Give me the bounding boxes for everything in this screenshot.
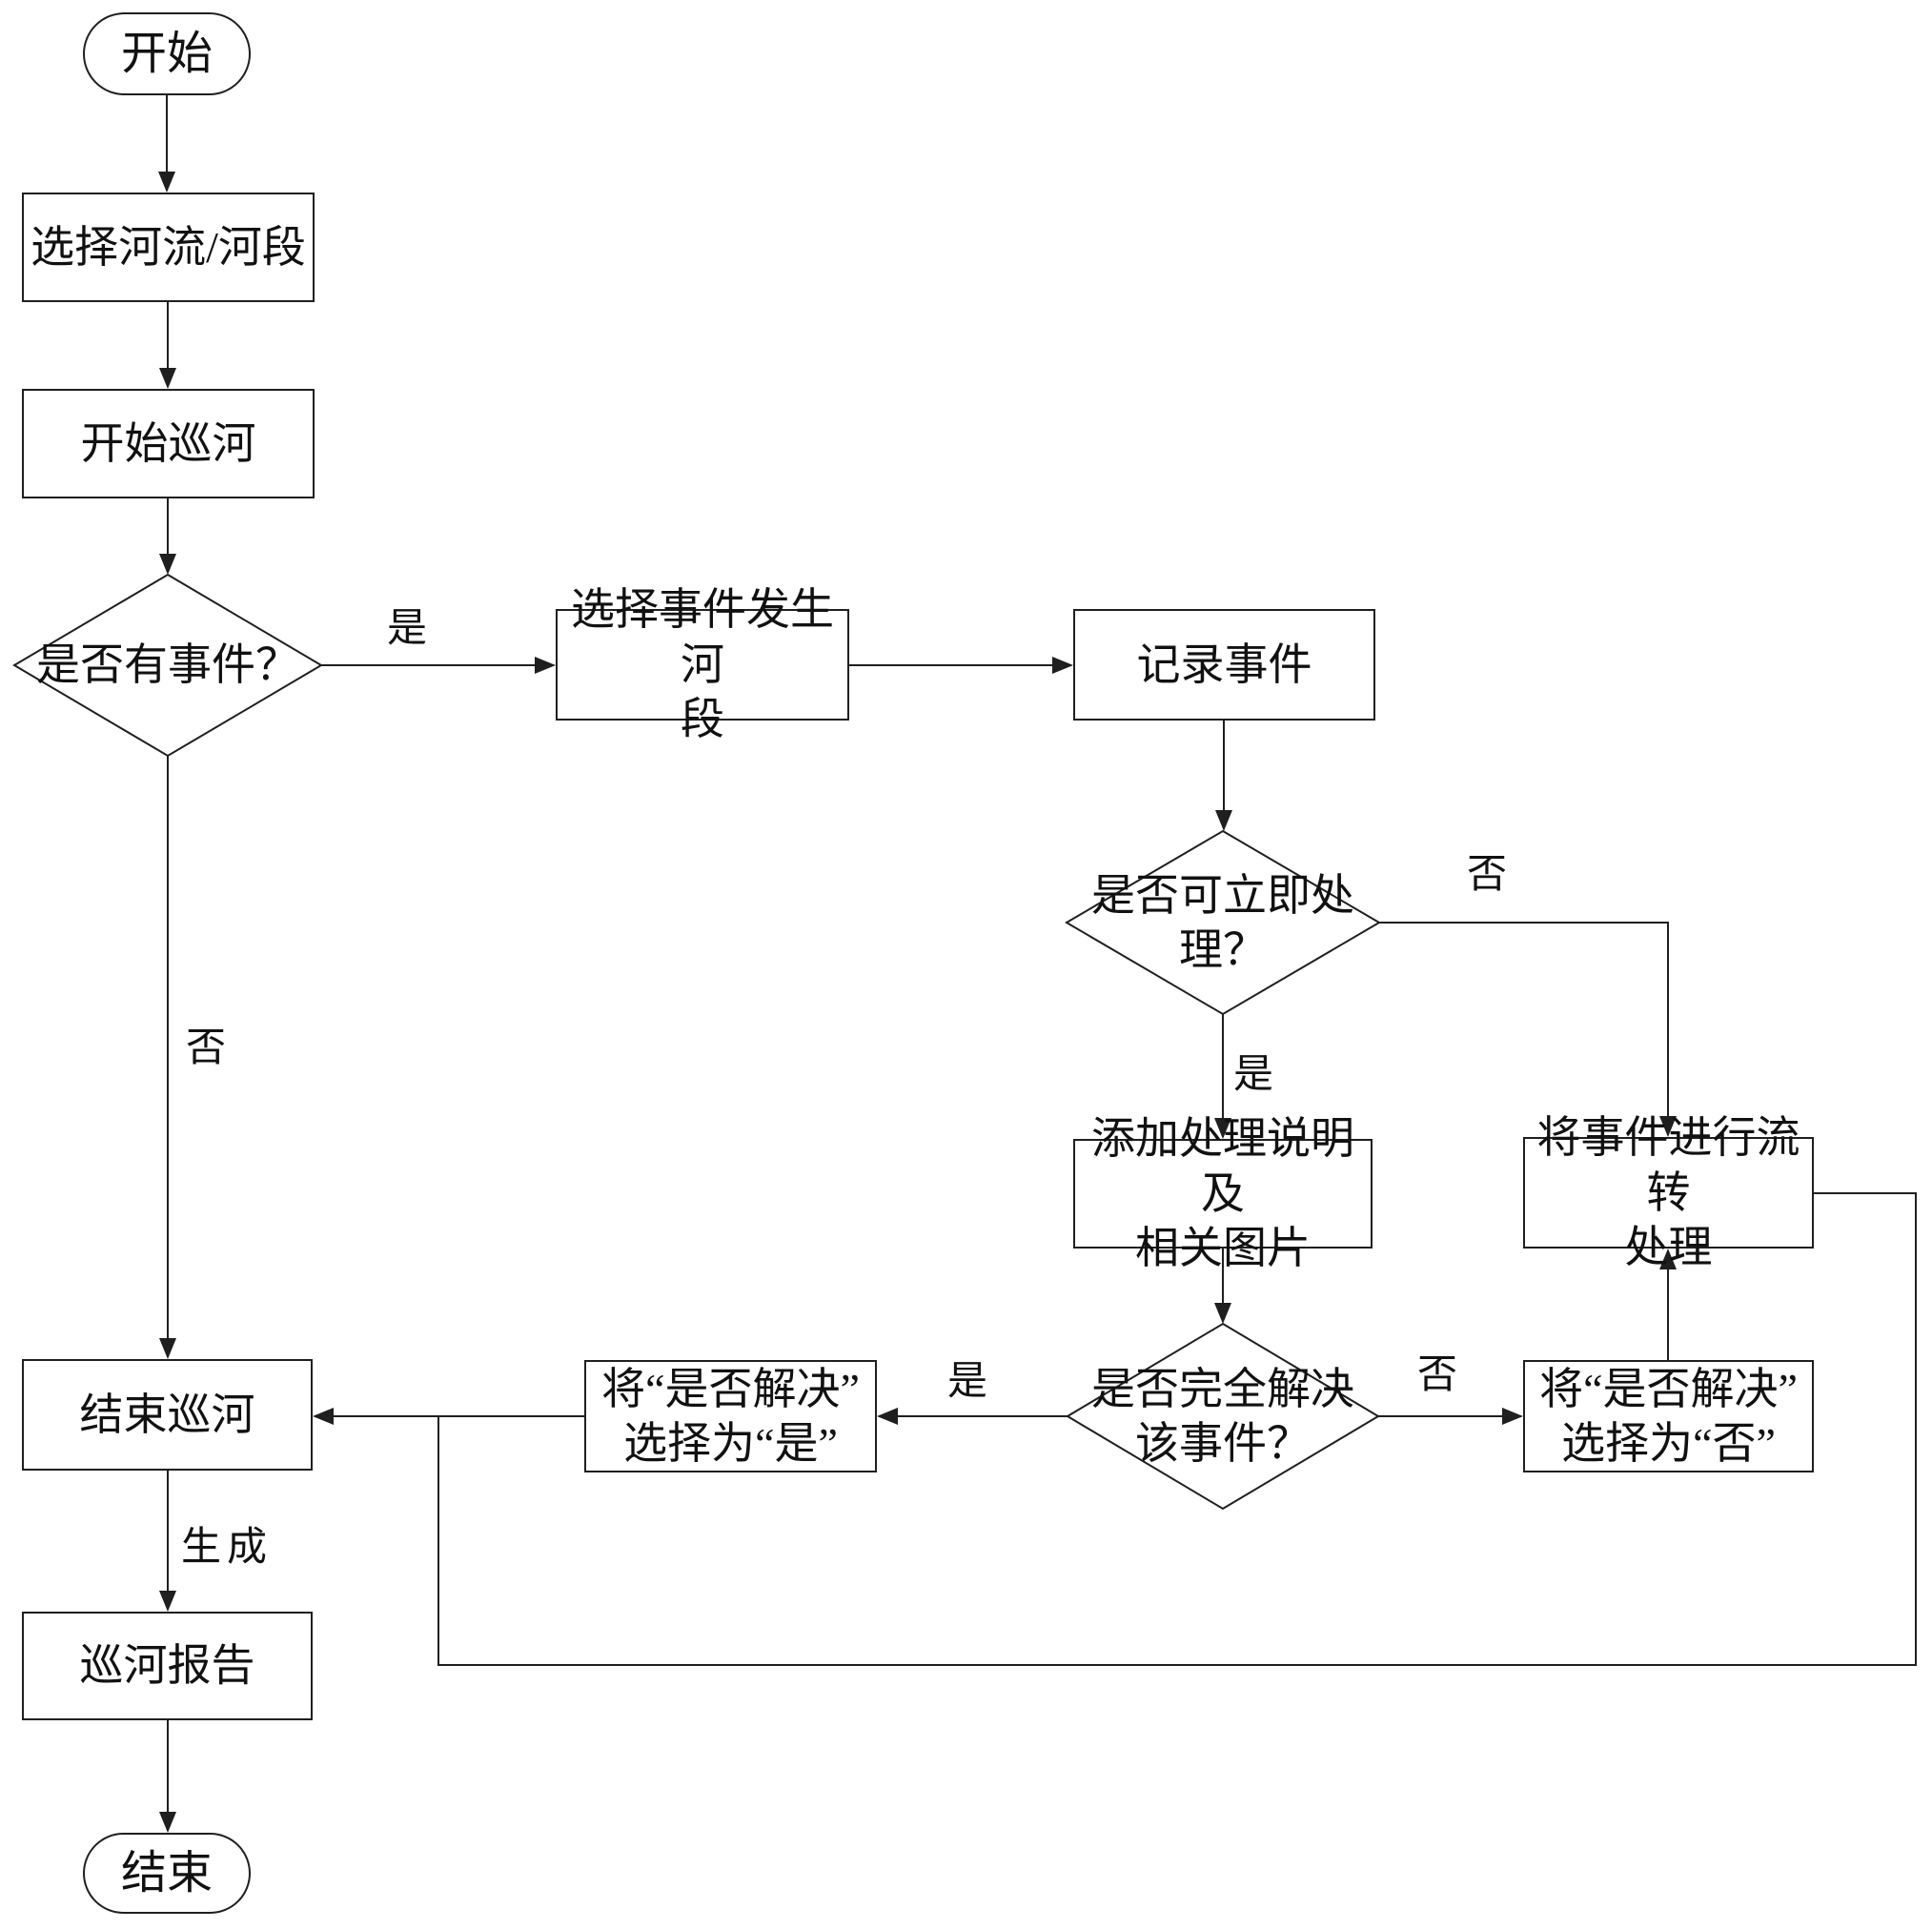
edge-label-no-resolved: 否 <box>1415 1355 1459 1395</box>
node-record-event: 记录事件 <box>1073 609 1375 721</box>
edge-label-no-has-event: 否 <box>184 1028 228 1068</box>
node-add-notes-label: 添加处理说明及 相关图片 <box>1075 1111 1371 1276</box>
node-patrol-report-label: 巡河报告 <box>80 1638 255 1694</box>
node-start-patrol-label: 开始巡河 <box>81 416 256 472</box>
node-add-notes: 添加处理说明及 相关图片 <box>1073 1139 1373 1249</box>
node-mark-resolved-yes-label: 将“是否解决” 选择为“是” <box>601 1362 860 1472</box>
edge-label-generate: 生成 <box>179 1528 275 1568</box>
node-start-patrol: 开始巡河 <box>22 389 315 498</box>
node-mark-resolved-no-label: 将“是否解决” 选择为“否” <box>1539 1362 1798 1472</box>
node-end-label: 结束 <box>121 1845 213 1902</box>
node-transfer-event-label: 将事件进行流转 处理 <box>1525 1110 1812 1275</box>
decision-fully-resolved-shape <box>1068 1324 1378 1509</box>
node-patrol-report: 巡河报告 <box>22 1612 313 1720</box>
node-select-river-label: 选择河流/河段 <box>31 220 306 275</box>
edge-label-no-can-handle: 否 <box>1465 855 1509 895</box>
node-select-event-reach: 选择事件发生河 段 <box>556 609 849 721</box>
edge-label-yes-has-event: 是 <box>385 609 429 649</box>
edge-label-yes-can-handle: 是 <box>1231 1055 1275 1095</box>
node-start-terminator: 开始 <box>83 12 251 95</box>
node-start-label: 开始 <box>121 26 213 83</box>
node-end-patrol: 结束巡河 <box>22 1359 313 1471</box>
edge-label-yes-resolved: 是 <box>946 1362 989 1402</box>
node-transfer-event: 将事件进行流转 处理 <box>1523 1137 1814 1249</box>
node-select-river: 选择河流/河段 <box>22 193 315 302</box>
node-mark-resolved-yes: 将“是否解决” 选择为“是” <box>584 1360 877 1472</box>
node-record-event-label: 记录事件 <box>1137 638 1312 693</box>
node-select-event-reach-label: 选择事件发生河 段 <box>558 582 847 747</box>
decision-can-handle-now-shape <box>1067 831 1379 1014</box>
node-mark-resolved-no: 将“是否解决” 选择为“否” <box>1523 1360 1814 1472</box>
node-end-patrol-label: 结束巡河 <box>80 1388 255 1443</box>
node-end-terminator: 结束 <box>83 1833 251 1914</box>
edge-can-handle-no <box>1379 923 1668 1135</box>
decision-has-event-shape <box>14 575 321 756</box>
